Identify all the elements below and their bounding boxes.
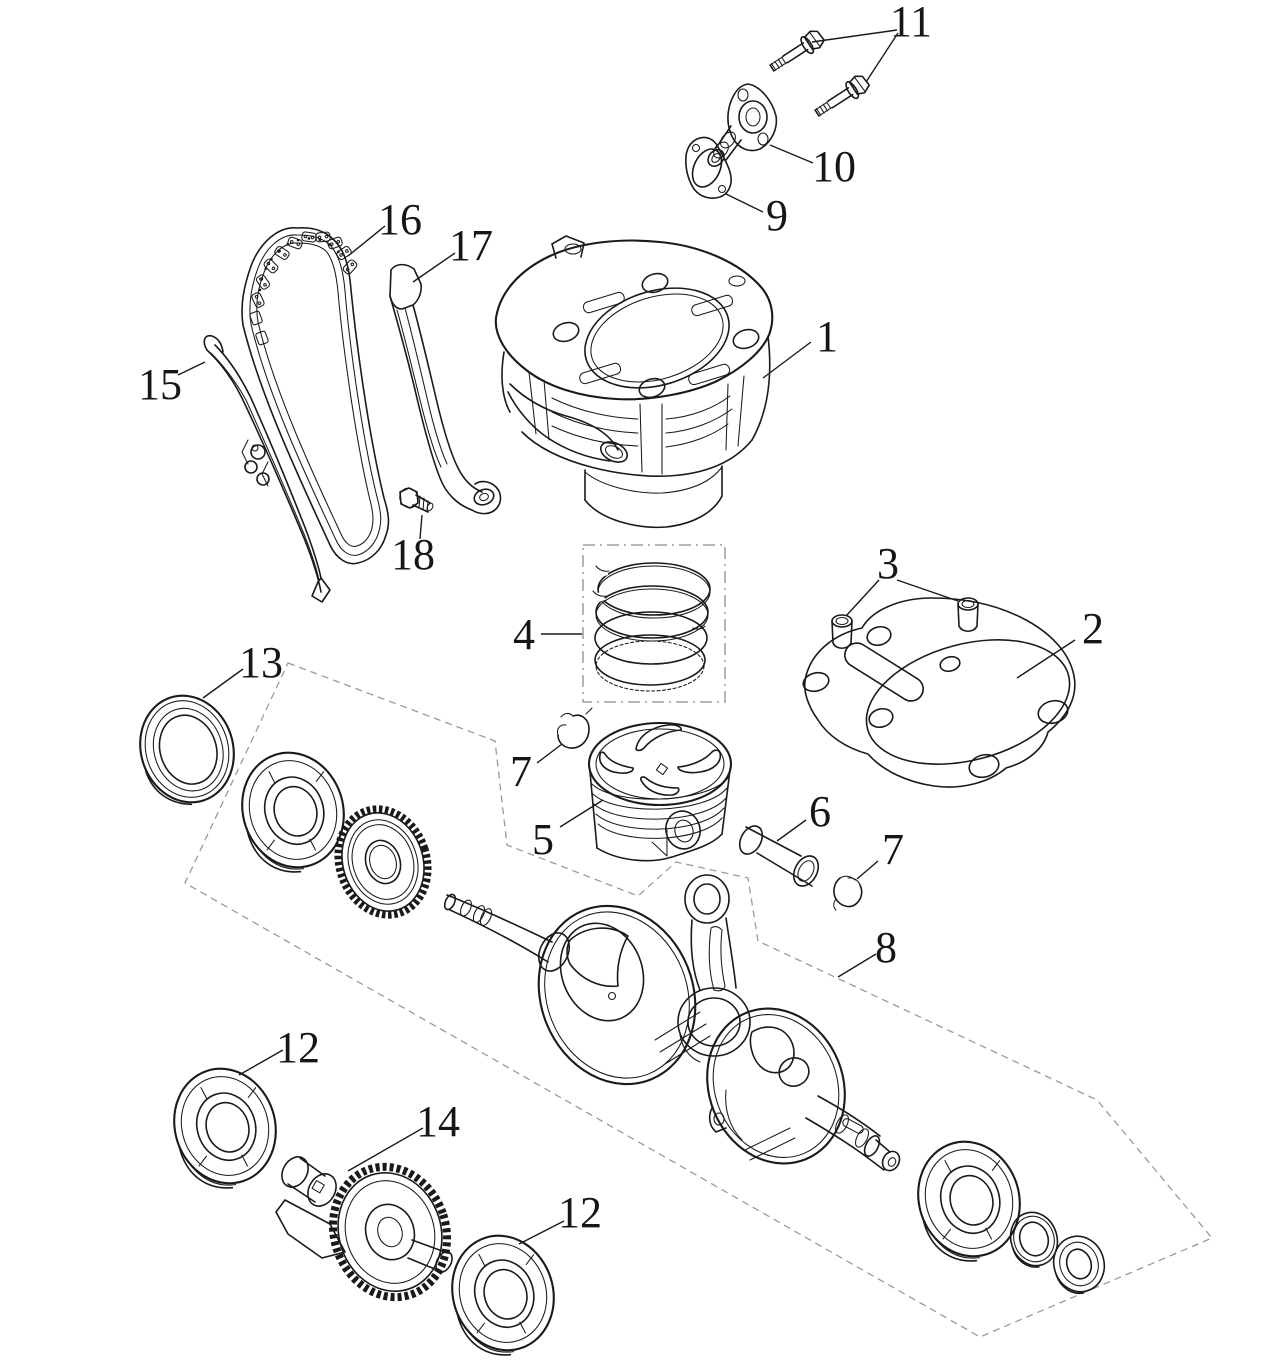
callout-label-12-bottom: 12 [558, 1188, 602, 1237]
leader-7a [536, 743, 563, 764]
leader-12b [518, 1220, 565, 1245]
cam-chain-tensioner-part [707, 83, 778, 168]
piston-ring-set-box [582, 544, 726, 703]
crank-spacer-ring [1009, 1211, 1059, 1268]
callout-label-7-left: 7 [510, 747, 532, 796]
leader-5 [559, 799, 604, 828]
leader-16 [347, 225, 386, 257]
leader-18 [419, 514, 423, 540]
piston-ring-set-part [591, 562, 711, 692]
leader-12a [238, 1049, 284, 1076]
callout-label-8: 8 [875, 923, 897, 972]
tensioner-gasket-part [685, 136, 732, 199]
chain-guide-part [389, 263, 502, 515]
leader-1 [762, 341, 812, 379]
leader-11a [811, 29, 898, 43]
callout-label-11: 11 [890, 0, 932, 46]
callout-label-6: 6 [809, 787, 831, 836]
callout-label-17: 17 [449, 221, 493, 270]
leader-6 [776, 819, 807, 842]
callout-label-1: 1 [816, 312, 838, 361]
leader-15 [177, 361, 206, 376]
cylinder-part [494, 235, 774, 529]
leader-3a [845, 579, 880, 617]
leader-2 [1016, 639, 1076, 679]
callout-label-7-right: 7 [882, 825, 904, 874]
chain-link-plates [249, 231, 358, 346]
callout-label-2: 2 [1082, 604, 1104, 653]
callout-leaders [177, 29, 1076, 1245]
callout-label-10: 10 [812, 142, 856, 191]
leader-7b [856, 860, 879, 880]
main-bearing-bottom [436, 1221, 571, 1368]
callout-label-5: 5 [532, 815, 554, 864]
piston-part [587, 721, 733, 862]
leader-3b [896, 579, 959, 602]
callout-label-15: 15 [138, 360, 182, 409]
leader-14 [347, 1127, 424, 1172]
callout-labels: 1 2 3 4 5 6 7 7 8 9 10 11 12 12 13 14 15… [138, 0, 1104, 1237]
balancer-shaft-part [275, 1156, 453, 1302]
balance-drive-gear [334, 805, 432, 919]
guide-bolt-part [399, 487, 434, 513]
oil-seal-part [125, 682, 249, 816]
callout-label-18: 18 [391, 530, 435, 579]
main-bearing-right [902, 1127, 1037, 1274]
callout-label-13: 13 [239, 638, 283, 687]
piston-circlip-part [556, 707, 593, 749]
callout-label-4: 4 [513, 610, 535, 659]
crank-collar-ring [1052, 1235, 1106, 1295]
leader-9 [725, 193, 764, 213]
leader-17 [412, 252, 456, 283]
cylinder-gasket-part [802, 597, 1076, 788]
callout-label-16: 16 [378, 195, 422, 244]
leader-13 [202, 668, 244, 699]
crankshaft-part [443, 874, 901, 1172]
leader-10 [769, 144, 814, 164]
callout-label-3: 3 [877, 539, 899, 588]
dowel-pins-part [831, 597, 979, 650]
main-bearing-left [158, 1054, 293, 1201]
callout-label-9: 9 [766, 191, 788, 240]
tensioner-guide-part [203, 334, 331, 603]
cam-chain-part [241, 226, 390, 565]
crank-assembly-group-boundary [184, 662, 1214, 1338]
piston-pin-part [738, 825, 820, 887]
leader-11b [865, 32, 899, 83]
piston-pin-circlip-part [833, 875, 863, 911]
callout-label-14: 14 [416, 1097, 460, 1146]
leader-8 [837, 953, 877, 978]
callout-label-12-left: 12 [276, 1023, 320, 1072]
